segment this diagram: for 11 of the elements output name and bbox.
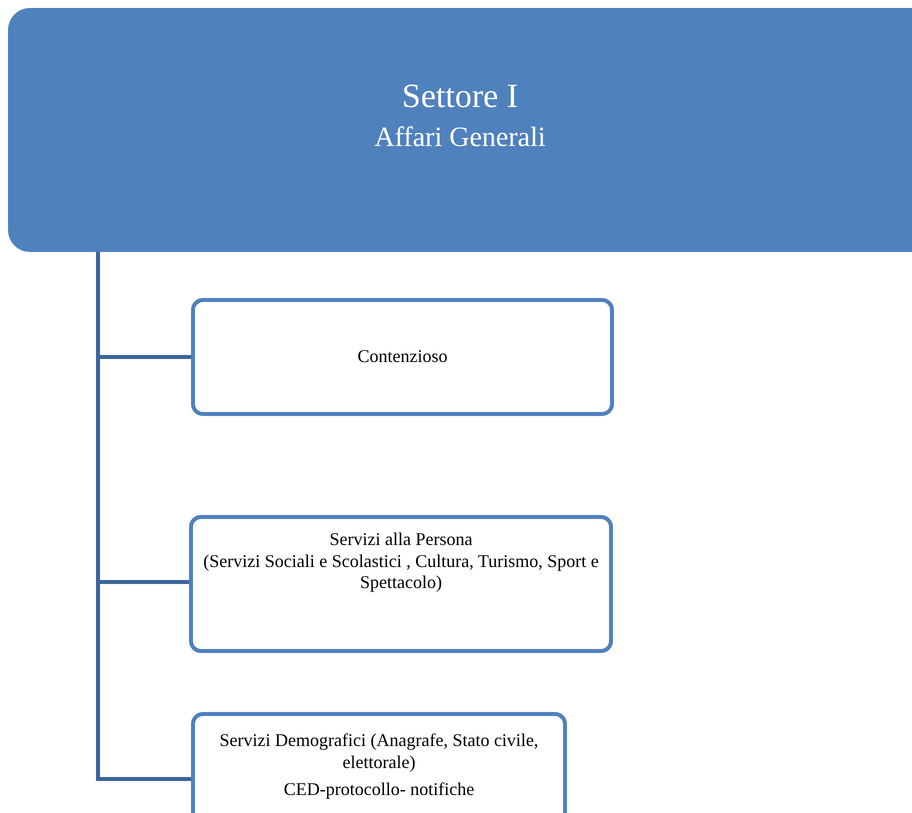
unit-box [189, 515, 613, 653]
unit-title: Settore I [402, 78, 518, 116]
unit-box [191, 298, 614, 416]
unit-title: Contenzioso [358, 346, 448, 368]
unit-description: (Servizi Sociali e Scolastici , Cultura, Turismo, Sport e Spettacolo) [202, 550, 600, 594]
unit-title: Servizi Demografici (Anagrafe, Stato civile, elettorale) [218, 730, 540, 774]
unit-description: CED-protocollo- notifiche [284, 779, 474, 801]
unit-box [191, 712, 567, 813]
header-box [8, 8, 912, 252]
unit-description: Affari Generali [374, 122, 546, 154]
unit-title: Servizi alla Persona [330, 529, 472, 551]
